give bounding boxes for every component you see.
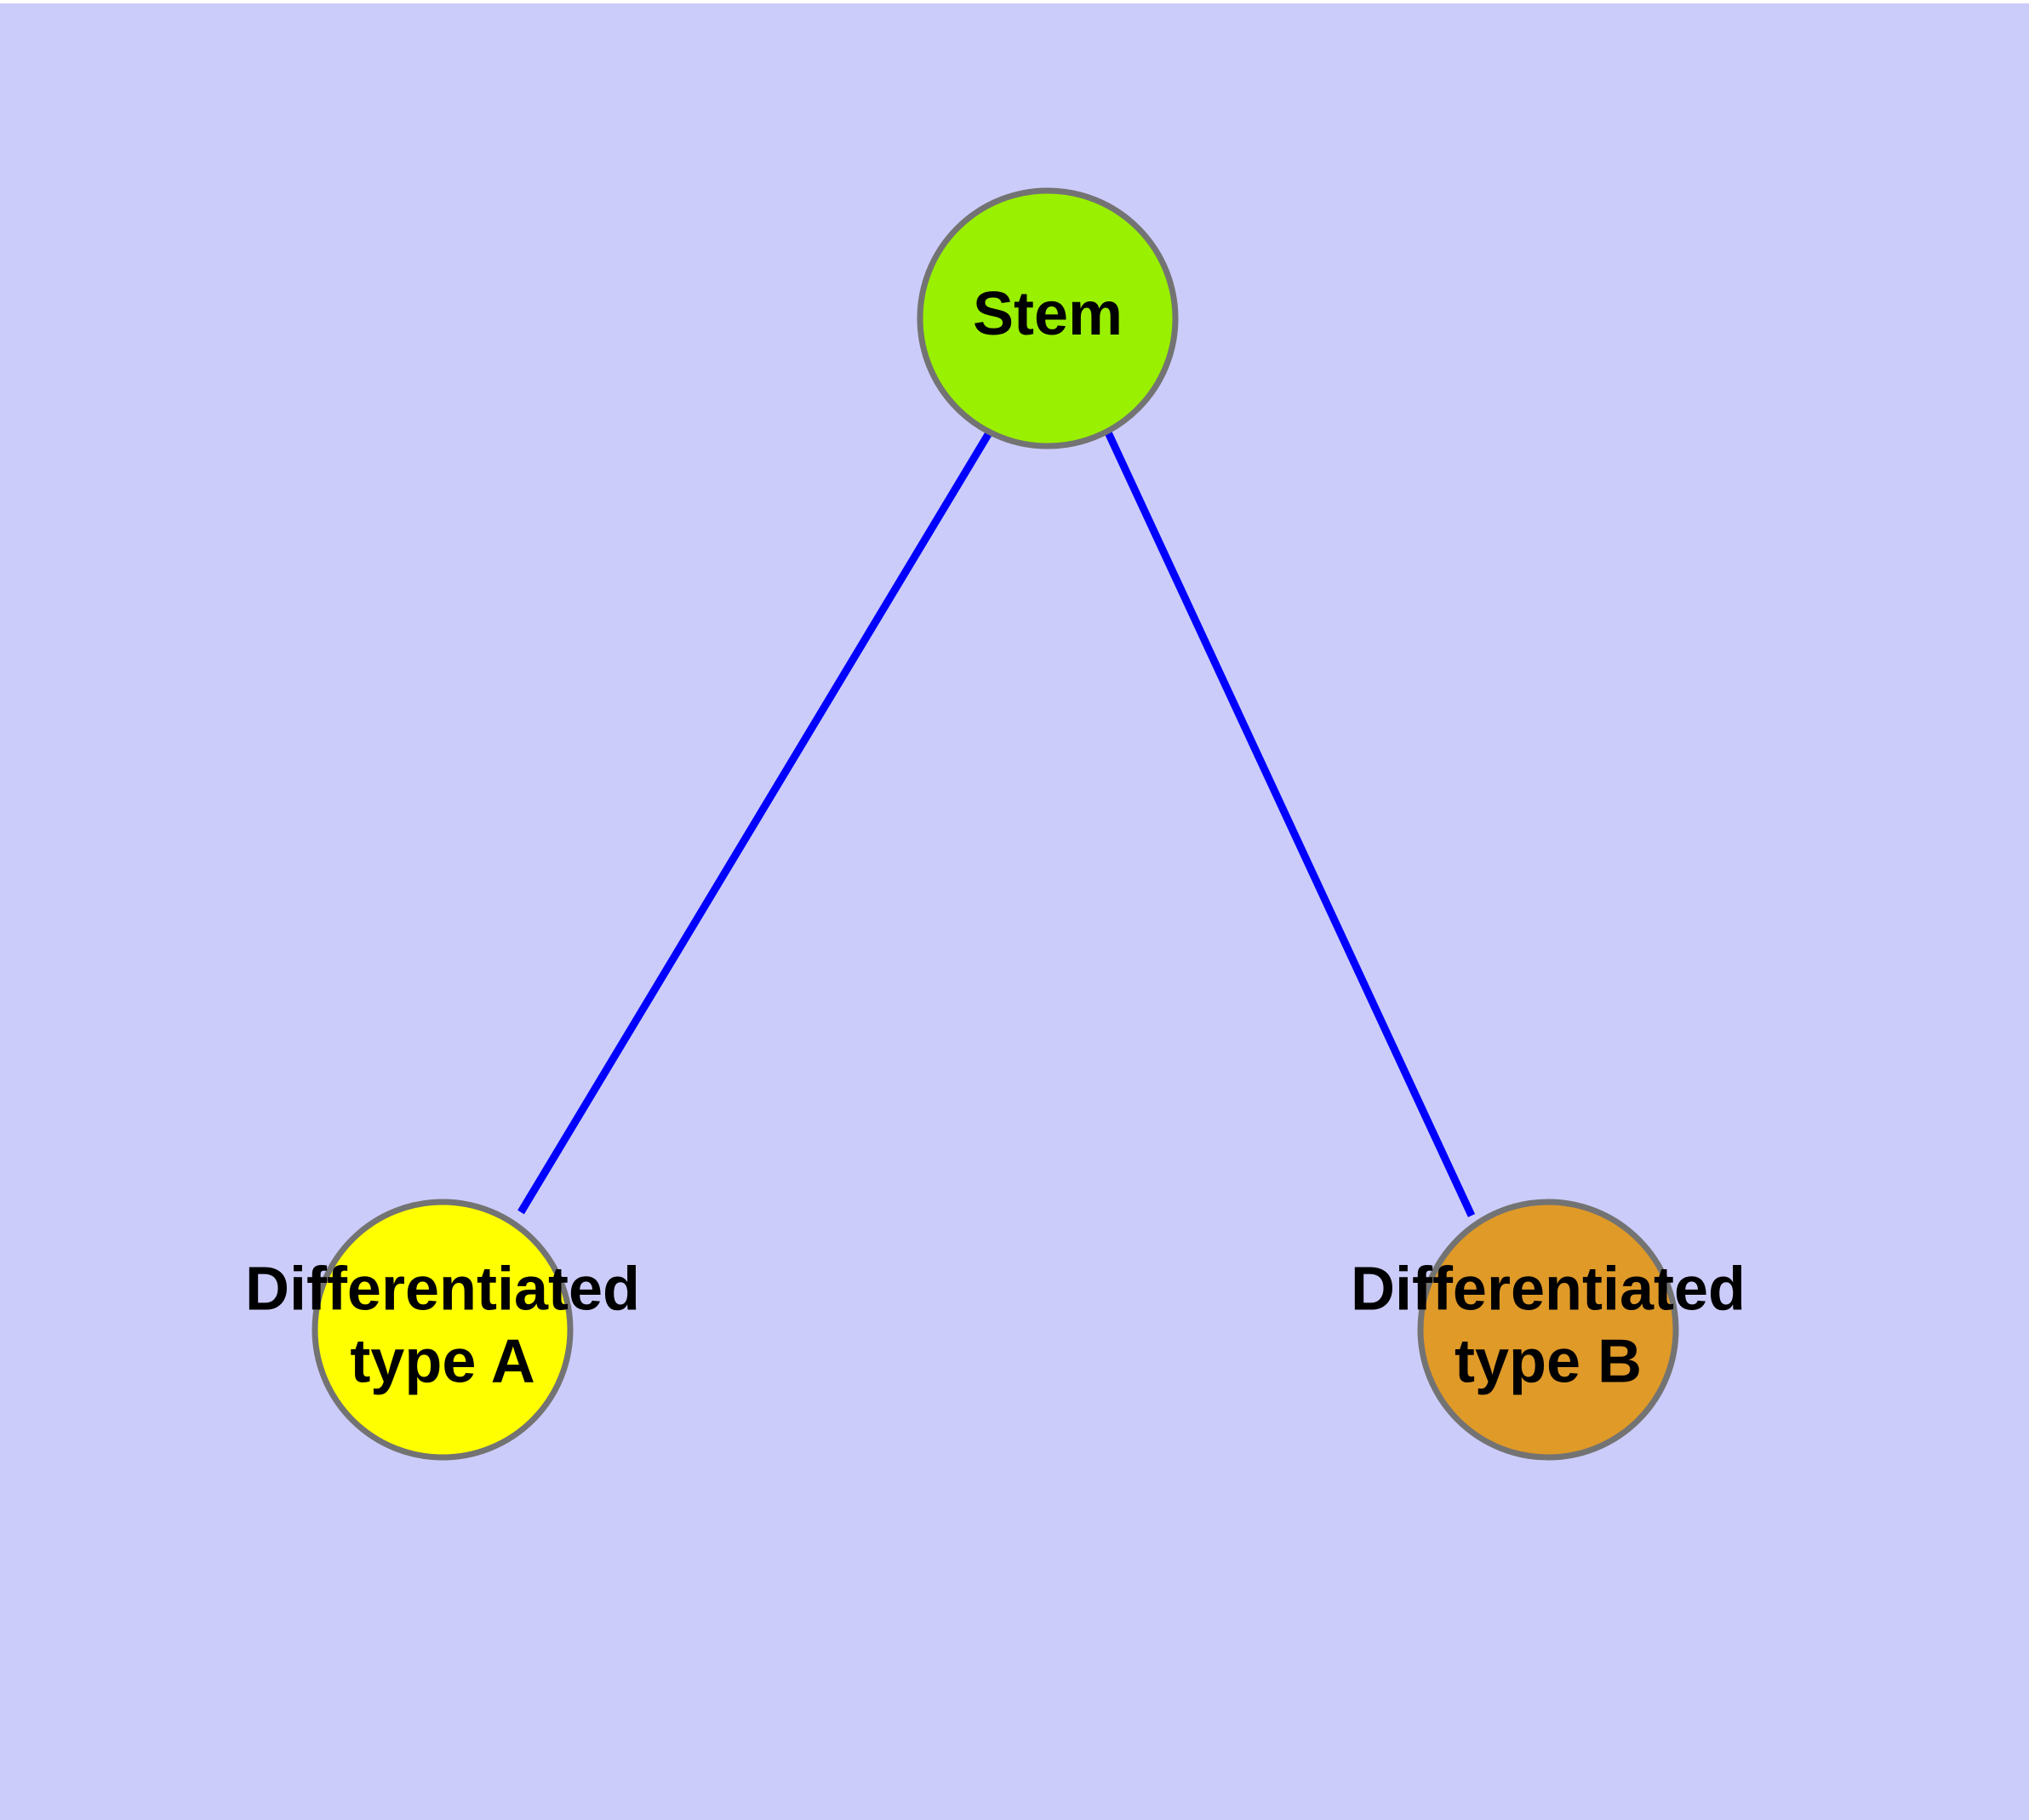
node-differentiated-type-b-label-line-2: type B bbox=[1455, 1327, 1642, 1395]
edge-stem-to-differentiated-type-b[interactable] bbox=[1104, 431, 1476, 1217]
node-differentiated-type-a-label-line-1: Differentiated bbox=[245, 1256, 640, 1324]
node-differentiated-type-b[interactable]: Differentiated type B bbox=[1351, 1199, 1746, 1461]
node-differentiated-type-a-circle[interactable] bbox=[311, 1199, 574, 1461]
node-stem-label-line-1: Stem bbox=[973, 280, 1123, 348]
node-stem[interactable]: Stem bbox=[917, 187, 1179, 449]
edge-stem-to-differentiated-type-a[interactable] bbox=[517, 429, 993, 1215]
node-stem-circle[interactable] bbox=[917, 187, 1179, 449]
node-differentiated-type-b-label-line-1: Differentiated bbox=[1351, 1256, 1746, 1324]
node-differentiated-type-a-label-line-2: type A bbox=[350, 1327, 534, 1395]
node-differentiated-type-a[interactable]: Differentiated type A bbox=[245, 1199, 640, 1461]
node-differentiated-type-b-circle[interactable] bbox=[1417, 1199, 1679, 1461]
edge-layer bbox=[517, 429, 1476, 1217]
